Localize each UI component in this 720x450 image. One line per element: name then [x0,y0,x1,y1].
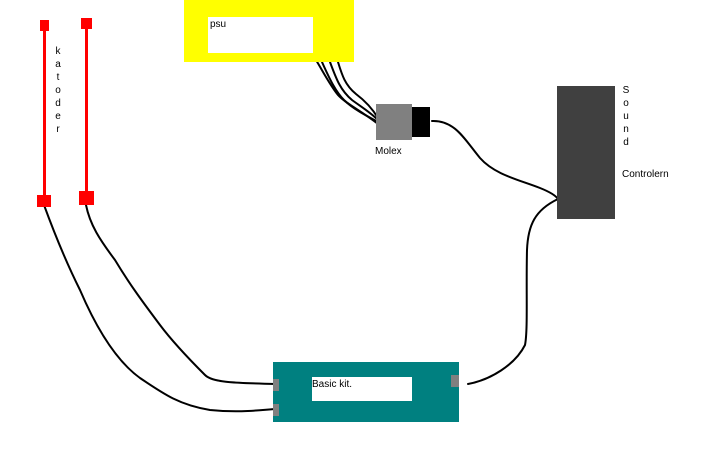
cathode-right-bottom-terminal [79,191,94,205]
psu-molex-wire-2 [321,61,379,123]
cathode-right-top-terminal [81,18,92,29]
cathode-left-top-terminal [40,20,49,31]
cathode-left [37,20,52,208]
cathode-right-rod [85,28,88,200]
vertical-letter: S [622,85,630,96]
psu-inner-panel: psu [208,17,313,53]
molex-plug [412,107,430,137]
molex-body [376,104,412,140]
basic-kit-board: Basic kit. [273,362,459,422]
molex-connector [376,103,432,141]
sound-controller-label: Controlern [622,169,669,180]
psu-molex-wire-3 [329,61,379,121]
basic-kit-port-left-top [273,379,279,391]
basic-kit-inner-panel: Basic kit. [312,377,412,401]
sound-controller-box [557,86,615,219]
cathode1-kit-wire [43,204,277,413]
basic-kit-port-left-bottom [273,404,279,416]
vertical-letter: a [55,59,61,70]
vertical-letter: o [623,98,629,109]
vertical-letter: d [623,137,629,148]
vertical-letter: o [55,85,61,96]
basic-kit-label: Basic kit. [312,379,353,390]
cathode-left-rod [43,30,46,200]
vertical-letter: r [56,124,60,135]
vertical-letter: d [55,98,61,109]
cathode-right [79,18,95,208]
vertical-letter: n [623,124,629,135]
molex-label: Molex [375,146,402,157]
psu-box: psu [184,0,354,62]
vertical-letter: e [55,111,61,122]
cathode2-kit-wire [85,204,277,385]
sound-kit-wire [467,198,559,385]
vertical-letter: u [623,111,629,122]
molex-sound-wire [431,119,559,200]
vertical-letter: t [56,72,60,83]
cathode-left-bottom-terminal [37,195,51,207]
basic-kit-port-right [451,375,459,387]
vertical-letter: k [55,46,61,57]
psu-label: psu [210,19,227,30]
psu-molex-wire-4 [337,61,379,119]
